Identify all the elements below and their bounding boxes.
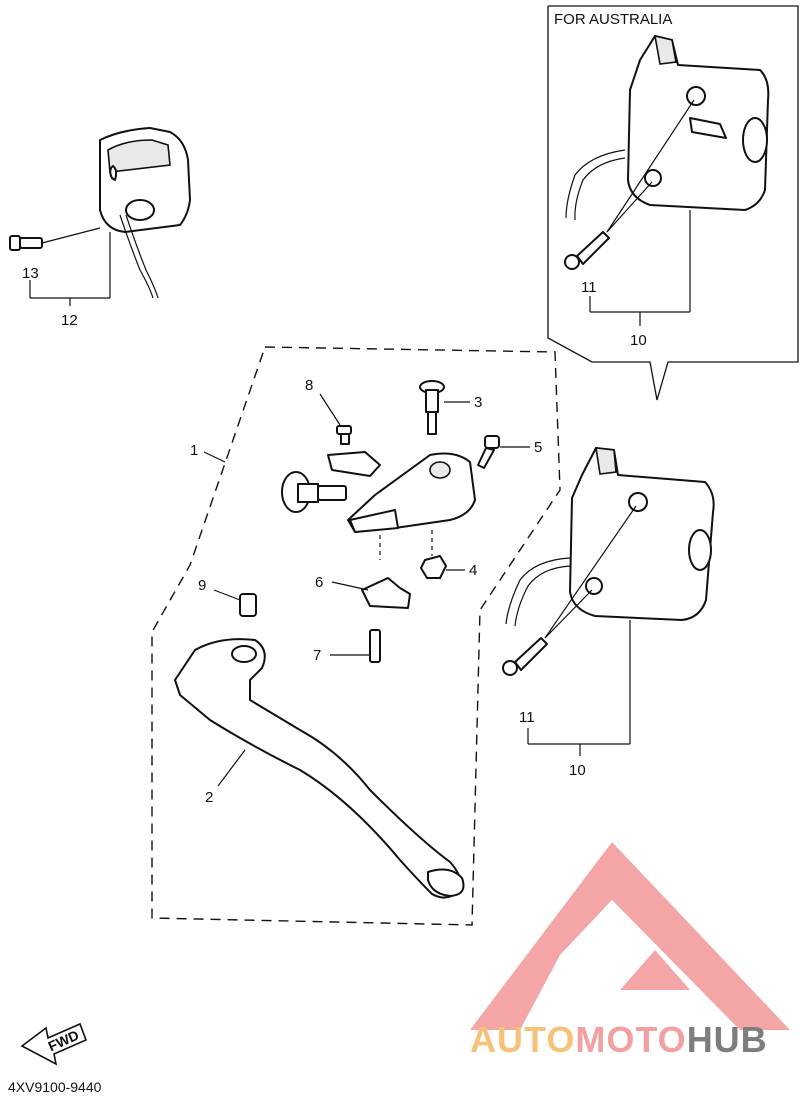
callout-13: 13 — [22, 265, 39, 282]
lever-holder-bracket — [347, 452, 476, 533]
callout-3: 3 — [474, 394, 482, 411]
callout-5: 5 — [534, 439, 542, 456]
switch-housing-inset — [565, 34, 770, 221]
nut-4 — [420, 555, 447, 579]
callout-11-inset: 11 — [581, 279, 597, 296]
watermark-text-auto: AUTO — [470, 1019, 575, 1060]
screw-5 — [477, 435, 500, 469]
australia-inset-box — [547, 5, 799, 401]
callout-12: 12 — [61, 312, 78, 329]
callout-4: 4 — [469, 562, 477, 579]
callout-10-inset: 10 — [630, 332, 647, 349]
collar-9 — [239, 593, 257, 617]
switch-assembly-12 — [99, 127, 191, 299]
screw-7 — [369, 629, 381, 663]
switch-6 — [361, 577, 411, 609]
watermark-logo — [470, 842, 790, 1030]
assembly-boundary — [151, 346, 561, 926]
watermark-text: AUTOMOTOHUB — [470, 1019, 768, 1060]
switch-housing-main — [505, 447, 715, 627]
adjuster-knob — [281, 471, 347, 513]
cable-holder — [327, 451, 381, 477]
screw-8 — [336, 425, 352, 445]
lever-2 — [174, 638, 465, 899]
callout-9: 9 — [198, 577, 206, 594]
callout-11-main: 11 — [519, 709, 535, 726]
fwd-arrow-icon: FWD — [20, 1022, 88, 1066]
callout-2: 2 — [205, 789, 213, 806]
screw-11-inset — [564, 231, 610, 270]
bolt-3 — [419, 380, 445, 435]
callout-10-main: 10 — [569, 762, 586, 779]
callout-7: 7 — [313, 647, 321, 664]
watermark-text-moto: MOTO — [575, 1019, 686, 1060]
screw-11-main — [502, 637, 548, 676]
catalog-code: 4XV9100-9440 — [8, 1079, 102, 1095]
callout-6: 6 — [315, 574, 323, 591]
callout-1: 1 — [190, 442, 198, 459]
watermark-text-hub: HUB — [687, 1019, 768, 1060]
callout-8: 8 — [305, 377, 313, 394]
inset-title: FOR AUSTRALIA — [554, 11, 672, 28]
screw-13 — [9, 235, 43, 251]
